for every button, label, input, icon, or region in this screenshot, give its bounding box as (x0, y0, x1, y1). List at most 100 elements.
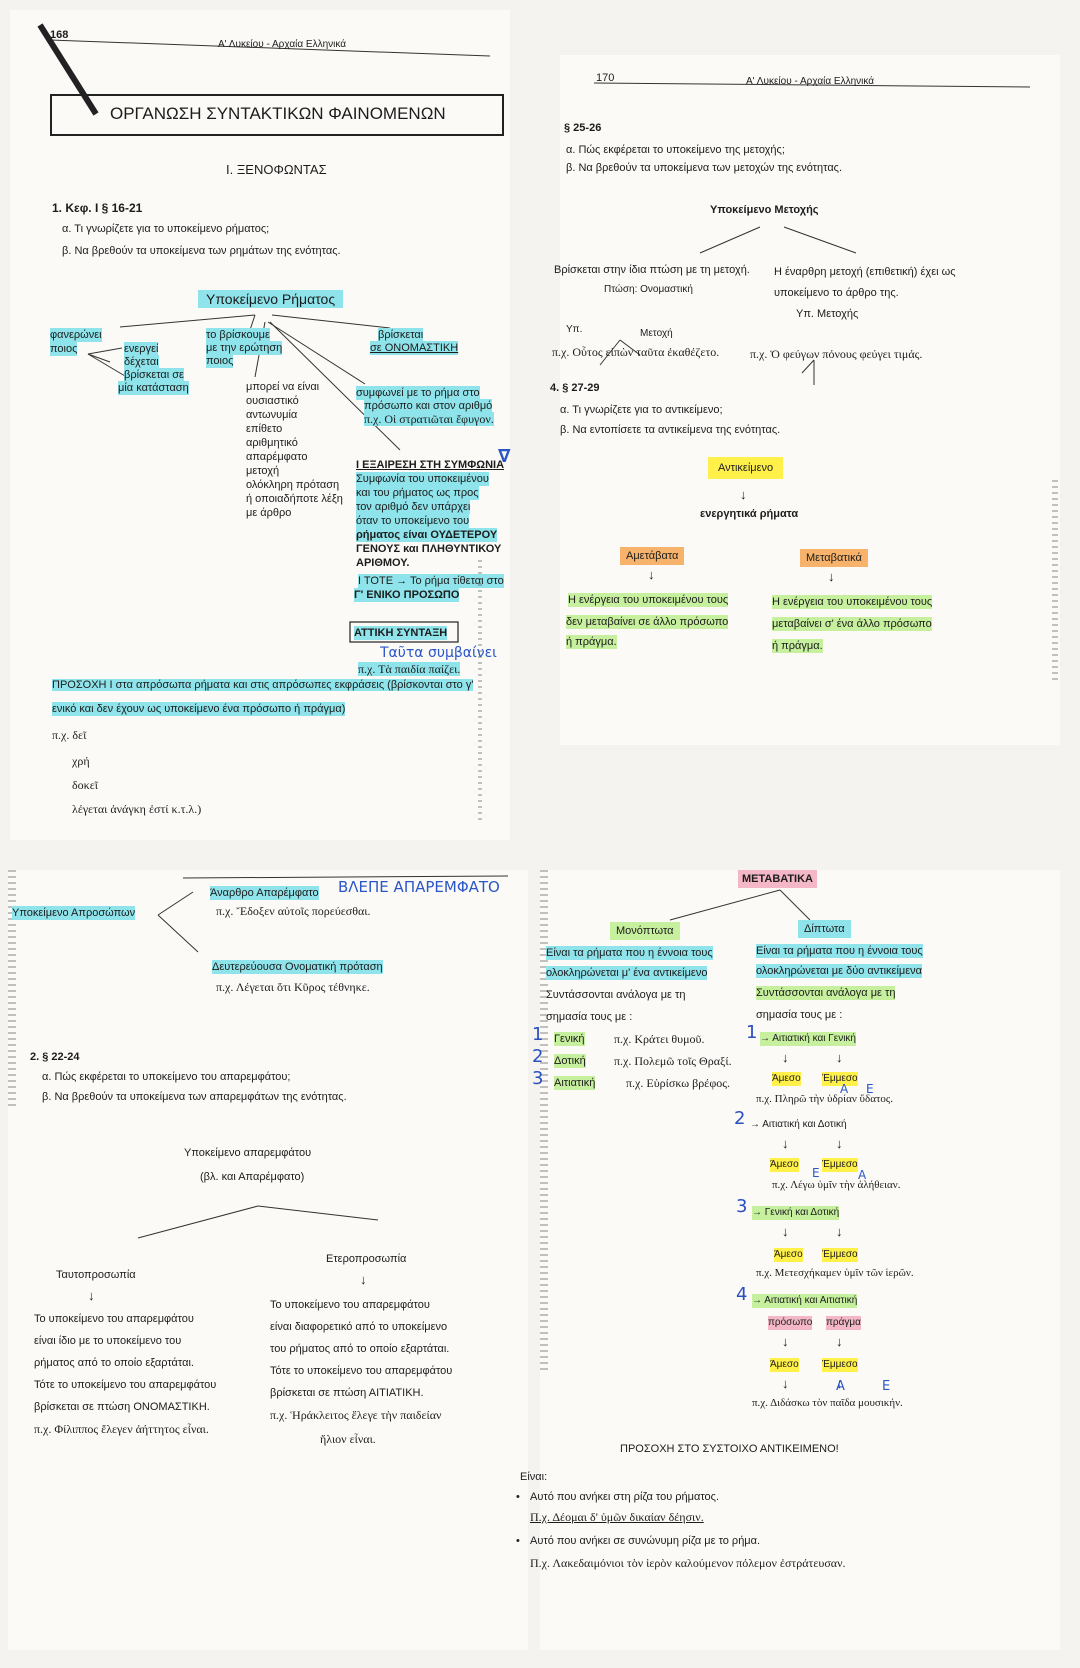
indirect-3: Έμμεσο (822, 1248, 858, 1262)
mono-number-3: 3 (532, 1068, 544, 1089)
cognate-example-2: Π.χ. Λακεδαιμόνιοι τὸν ἱερὸν καλούμενον … (530, 1556, 846, 1570)
page-impersonal-lines (137, 875, 509, 1239)
mono-desc-2: ολοκληρώνεται μ' ένα αντικείμενο (546, 966, 708, 980)
attention-line-2: ενικό και δεν έχουν ως υποκείμενο ένα πρ… (52, 702, 346, 716)
hand-a-2: A (858, 1168, 867, 1182)
dipt-combo-4: → Αιτιατική και Αιτιατική (752, 1294, 858, 1308)
diff-desc-2: είναι διαφορετικό από το υποκείμενο (270, 1321, 448, 1333)
page-170-lines (593, 82, 1031, 385)
noun-clause-example: π.χ. Λέγεται ὅτι Κῦρος τέθνηκε. (216, 980, 370, 994)
arrow-down: ↓ (836, 1050, 843, 1065)
same-desc-5: βρίσκεται σε πτώση ΟΝΟΜΑΣΤΙΚΗ. (34, 1401, 210, 1413)
same-desc-4: Τότε το υποκείμενο του απαρεμφάτου (34, 1379, 217, 1391)
diff-desc-3: του ρήματος από το οποίο εξαρτάται. (270, 1343, 450, 1355)
bare-infinitive: Άναρθρο Απαρέμφατο (210, 886, 319, 900)
indirect-1: Έμμεσο (822, 1072, 858, 1086)
question-heading: 1. Κεφ. Ι § 16-21 (52, 201, 143, 215)
case-label-2: σε ΟΝΟΜΑΣΤΙΚΗ (370, 341, 459, 355)
cognate-warning: ΠΡΟΣΟΧΗ ΣΤΟ ΣΥΣΤΟΙΧΟ ΑΝΤΙΚΕΙΜΕΝΟ! (620, 1443, 839, 1455)
thing-label: πράγμα (826, 1316, 861, 1330)
exception-line-5: ρήματος είναι ΟΥΔΕΤΕΡΟΥ (356, 528, 498, 542)
section-title: Ι. ΞΕΝΟΦΩΝΤΑΣ (226, 162, 327, 177)
question-4: 4. § 27-29 (550, 382, 600, 394)
indirect-4: Έμμεσο (822, 1358, 858, 1372)
diff-desc-4: Τότε το υποκείμενο του απαρεμφάτου (270, 1365, 453, 1377)
can-be-3: αντωνυμία (246, 409, 298, 421)
title-box (50, 94, 504, 136)
direct-4: Άμεσο (770, 1358, 799, 1372)
person-label: πρόσωπο (768, 1316, 813, 1330)
dipt-desc-2: ολοκληρώνεται με δύο αντικείμενα (756, 964, 922, 978)
cognate-2: Αυτό που ανήκει σε συνώνυμη ρίζα με το ρ… (530, 1535, 761, 1547)
left-item-2: δέχεται (124, 355, 159, 369)
question-a: α. Τι γνωρίζετε για το υποκείμενο ρήματο… (62, 223, 270, 235)
exception-line-7: ΑΡΙΘΜΟΥ. (356, 557, 410, 569)
arrow-down: ↓ (836, 1136, 843, 1151)
third-person-line: Γ' ΕΝΙΚΟ ΠΡΟΣΩΠΟ (354, 588, 460, 602)
intrans-desc-1: Η ενέργεια του υποκειμένου τους (568, 593, 729, 607)
infinitive-example: π.χ. Ἔδοξεν αὐτοῖς πορεύεσθαι. (216, 904, 371, 918)
arrow-down: ↓ (782, 1224, 789, 1239)
question-a: α. Πώς εκφέρεται το υποκείμενο της μετοχ… (566, 144, 785, 156)
page-edge-speckle (8, 870, 16, 1110)
dipt-number-1: 1 (746, 1022, 758, 1043)
dipt-example-3: π.χ. Μετεσχήκαμεν ὑμῖν τῶν ἱερῶν. (756, 1267, 914, 1279)
case-nominative: Πτώση: Ονομαστική (604, 284, 693, 295)
page-170: 170 Α' Λυκείου - Αρχαία Ελληνικά § 25-26… (550, 55, 1060, 745)
mono-case-1: Γενική (554, 1032, 585, 1046)
mono-desc-1: Είναι τα ρήματα που η έννοια τους (546, 946, 713, 960)
same-desc-2: είναι ίδιο με το υποκείμενο του (34, 1335, 182, 1347)
can-be-6: απαρέμφατο (246, 451, 308, 463)
hand-e-2: E (812, 1166, 820, 1180)
page-edge-speckle (1052, 480, 1058, 680)
page-header: Α' Λυκείου - Αρχαία Ελληνικά (746, 76, 875, 87)
right-example: π.χ. Ὁ φεύγων πόνους φεύγει τιμάς. (750, 347, 923, 361)
transitive-title: ΜΕΤΑΒΑΤΙΚΑ (738, 870, 817, 888)
bullet-1: • (516, 1491, 520, 1503)
infinitive-subject-sub: (βλ. και Απαρέμφατο) (200, 1171, 305, 1183)
mono-number-1: 1 (532, 1024, 544, 1045)
agree-2: πρόσωπο και στον αριθμό (364, 399, 493, 413)
trans-desc-1: Η ενέργεια του υποκειμένου τους (772, 595, 933, 609)
question-4b: β. Να εντοπίσετε τα αντικείμενα της ενότ… (560, 424, 781, 436)
agree-1: συμφωνεί με το ρήμα στο (356, 386, 480, 400)
intrans-desc-2: δεν μεταβαίνει σε άλλο πρόσωπο (566, 615, 729, 629)
page-header: Α' Λυκείου - Αρχαία Ελληνικά (218, 39, 347, 50)
dipt-combo-3: → Γενική και Δοτική (752, 1206, 840, 1220)
different-person: Ετεροπροσωπία (326, 1253, 407, 1265)
attic-syntax: ΑΤΤΙΚΗ ΣΥΝΤΑΞΗ (354, 626, 448, 640)
diff-desc-7: ἥλιον εἶναι. (320, 1432, 376, 1446)
page-transitive: ΜΕΤΑΒΑΤΙΚΑ Μονόπτωτα Δίπτωτα Είναι τα ρή… (516, 870, 1060, 1650)
mono-example-1: π.χ. Κράτει θυμοῦ. (614, 1032, 705, 1046)
mono-example-2: π.χ. Πολεμῶ τοῖς Θραξί. (614, 1054, 732, 1068)
transitive-node: Μεταβατικά (800, 549, 868, 567)
arrow-down: ↓ (828, 569, 835, 584)
hand-a-1: A (840, 1082, 849, 1096)
articular-line-1: Η έναρθρη μετοχή (επιθετική) έχει ως (774, 266, 956, 278)
exception-mark: ∇ (498, 446, 511, 467)
exception-line-3: τον αριθμό δεν υπάρχει (356, 500, 471, 514)
dipt-example-4: π.χ. Διδάσκω τὸν παῖδα μουσικήν. (752, 1397, 903, 1409)
exception-line-4: όταν το υποκείμενο του (356, 514, 470, 528)
section-25-26: § 25-26 (564, 122, 602, 134)
hand-a-3: A (836, 1379, 845, 1394)
cognate-example-1: Π.χ. Δέομαι δ' ὑμῶν δικαίαν δέησιν. (530, 1510, 704, 1524)
diff-desc-1: Το υποκείμενο του απαρεμφάτου (270, 1299, 430, 1311)
dipt-desc-3: Συντάσσονται ανάλογα με τη (756, 986, 896, 1000)
can-be-10: με άρθρο (246, 507, 292, 519)
page-number: 168 (50, 29, 69, 41)
can-be-2: ουσιαστικό (246, 395, 299, 407)
intrans-desc-3: ή πράγμα. (566, 635, 617, 649)
dipt-desc-1: Είναι τα ρήματα που η έννοια τους (756, 944, 923, 958)
subject-of-verb-node: Υποκείμενο Ρήματος (198, 290, 344, 308)
exception-line-6: ΓΕΝΟΥΣ και ΠΛΗΘΥΝΤΙΚΟΥ (356, 543, 502, 555)
arrow-down: ↓ (836, 1224, 843, 1239)
left-item-3: βρίσκεται σε (124, 368, 184, 382)
page-number: 170 (596, 72, 615, 84)
dipt-example-1: π.χ. Πληρῶ τὴν ὑδρίαν ὕδατος. (756, 1093, 893, 1105)
example-1: π.χ. δεῖ (52, 728, 87, 742)
direct-3: Άμεσο (774, 1248, 803, 1262)
same-desc-3: ρήματος από το οποίο εξαρτάται. (34, 1357, 194, 1369)
dipt-example-2: π.χ. Λέγω ὑμῖν τὴν ἀλήθειαν. (772, 1179, 901, 1191)
find-label-3: ποιος (206, 354, 234, 368)
